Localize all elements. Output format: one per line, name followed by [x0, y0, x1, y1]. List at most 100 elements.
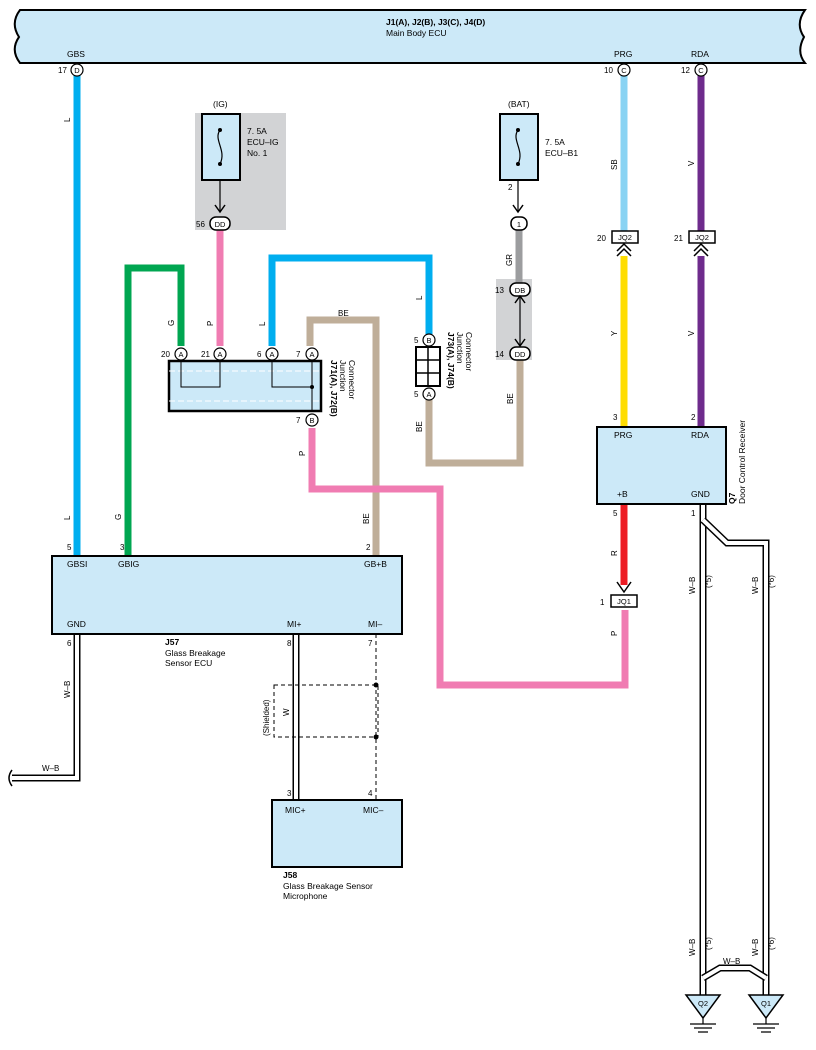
j57-name1: Glass Breakage [165, 648, 226, 658]
main-ecu-pin-gbs-num: 17 [58, 66, 67, 75]
q7-pin1: 1 [691, 509, 696, 518]
label-s6-1: (*6) [767, 575, 776, 588]
label-wb-6: W–B [751, 939, 760, 956]
j57-name2: Sensor ECU [165, 658, 212, 668]
db-connector: DB 13 DD 14 [495, 282, 531, 361]
jq1: JQ1 1 [600, 594, 638, 608]
q7-door-control-receiver: PRG RDA +B GND 3 2 5 1 Q7 Door Control R… [596, 413, 747, 518]
q7-pin5: 5 [613, 509, 618, 518]
fuse-ig-name1: ECU–IG [247, 137, 279, 147]
wire-g [124, 264, 185, 556]
wire-be-dd [425, 360, 524, 467]
main-ecu-pin-rda: RDA [691, 49, 709, 59]
fuse-bat-source: (BAT) [508, 99, 530, 109]
label-wb-7: W–B [723, 957, 740, 966]
q7-rda: RDA [691, 430, 709, 440]
ground-q2-label: Q2 [698, 999, 708, 1008]
j57-pin6: 6 [67, 639, 72, 648]
q7-name: Door Control Receiver [737, 420, 747, 504]
main-ecu-pin-prg-conn: C [621, 66, 627, 75]
j57-pin8: 8 [287, 639, 292, 648]
j71-pin-6: 6 [257, 350, 262, 359]
j57-pin3: 3 [120, 543, 125, 552]
j72-pin-7: 7 [296, 416, 301, 425]
label-s5-1: (*5) [704, 575, 713, 588]
main-ecu-pin-prg-num: 10 [604, 66, 613, 75]
q7-pin3: 3 [613, 413, 618, 422]
j71-pin-21: 21 [201, 350, 210, 359]
j57-id: J57 [165, 637, 179, 647]
label-g-2: G [167, 320, 176, 326]
wire-p-jq1 [308, 428, 629, 689]
db-connector-top: DB [515, 286, 525, 295]
junction-j71-j72: A A A A B 20 21 6 7 7 J71(A), J72(B) Jun… [161, 347, 357, 427]
label-s6-2: (*6) [767, 937, 776, 950]
j73-label3: Connector [464, 332, 474, 371]
j71-label: J71(A), J72(B) [329, 360, 339, 417]
fuse-ig-source: (IG) [213, 99, 228, 109]
j58-pin3: 3 [287, 789, 292, 798]
fuse-bat-pin: 2 [508, 183, 513, 192]
label-sb: SB [610, 159, 619, 170]
j57-pin2: 2 [366, 543, 371, 552]
shield-dot-top [373, 682, 379, 688]
q7-b: +B [617, 489, 628, 499]
wb-wires [12, 505, 770, 995]
fuse-ig-rating: 7. 5A [247, 126, 267, 136]
label-shielded: (Shielded) [262, 699, 271, 736]
q7-gnd: GND [691, 489, 710, 499]
label-l-2: L [63, 515, 72, 520]
j73-conn-a: A [426, 390, 431, 399]
wire-be-j57 [306, 316, 380, 556]
label-wb-3: W–B [688, 577, 697, 594]
jq2-rda-num: 21 [674, 234, 683, 243]
jq1-label: JQ1 [617, 597, 631, 606]
label-w: W [282, 708, 291, 716]
j73-label: J73(A), J74(B) [446, 332, 456, 389]
main-ecu-subtitle: Main Body ECU [386, 28, 446, 38]
fuse-ig-name2: No. 1 [247, 148, 268, 158]
wire-labels: L L G G P L BE L BE BE BE P GR SB V V Y … [42, 117, 776, 966]
label-be-j57: BE [362, 513, 371, 524]
j58-pin4: 4 [368, 789, 373, 798]
j58-microphone: MIC+ MIC– 3 4 J58 Glass Breakage Sensor … [271, 789, 403, 901]
j57-gbsi: GBSI [67, 559, 87, 569]
connector-dd-56: DD 56 [196, 216, 231, 231]
j73-conn-b: B [426, 336, 431, 345]
label-p-1: P [206, 321, 215, 326]
j71-pin-7: 7 [296, 350, 301, 359]
label-wb-5: W–B [688, 939, 697, 956]
q7-prg: PRG [614, 430, 632, 440]
db-connector-bot-num: 14 [495, 350, 504, 359]
j71-conn-a-4: A [309, 350, 314, 359]
j58-name2: Microphone [283, 891, 328, 901]
label-wb-1: W–B [63, 681, 72, 698]
label-p-2: P [298, 451, 307, 456]
jq2-rda: JQ2 21 [674, 230, 716, 257]
j57-gbb: GB+B [364, 559, 387, 569]
label-l-1: L [63, 117, 72, 122]
main-ecu-pin-gbs: GBS [67, 49, 85, 59]
j57-gnd: GND [67, 619, 86, 629]
label-y: Y [610, 330, 619, 336]
fuse-bat-conn: 1 [517, 220, 521, 229]
label-r: R [610, 550, 619, 556]
ground-q2: Q2 [684, 994, 722, 1033]
main-ecu-pin-prg: PRG [614, 49, 632, 59]
j58-micm: MIC– [363, 805, 384, 815]
label-be-top: BE [338, 309, 349, 318]
fuse-bat-name: ECU–B1 [545, 148, 578, 158]
label-be-dd: BE [506, 393, 515, 404]
label-be-j73: BE [415, 421, 424, 432]
q7-id: Q7 [727, 492, 737, 504]
label-l-3: L [258, 321, 267, 326]
jq2-rda-label: JQ2 [695, 233, 709, 242]
wires [73, 72, 705, 689]
label-wb-2: W–B [42, 764, 59, 773]
jq2-prg-label: JQ2 [618, 233, 632, 242]
j71-conn-a-3: A [269, 350, 274, 359]
label-g-1: G [114, 514, 123, 520]
j71-conn-a-2: A [217, 350, 222, 359]
fuse-bat: (BAT) 7. 5A ECU–B1 2 1 [499, 99, 578, 231]
